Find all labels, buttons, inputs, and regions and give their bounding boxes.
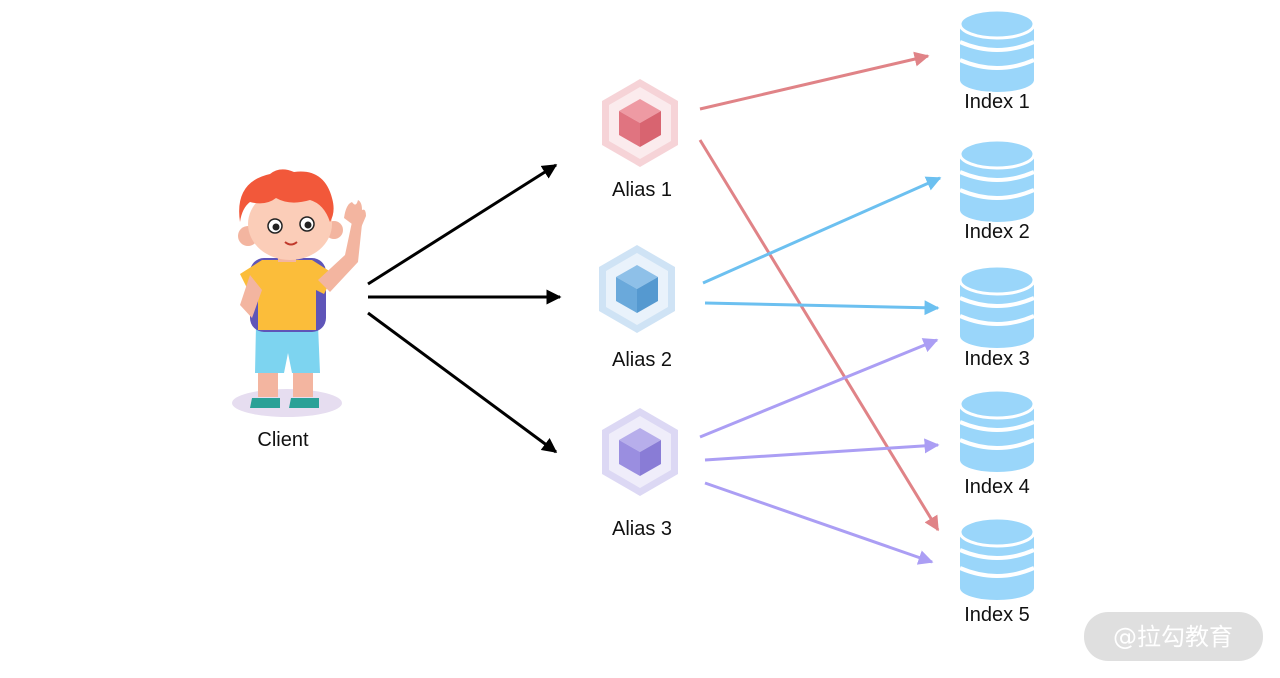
index-4-label: Index 4 [964, 476, 1030, 498]
alias-3-label: Alias 3 [612, 518, 672, 540]
client-shirt [240, 260, 334, 330]
alias-3-cube-left [619, 440, 640, 476]
alias-3 [602, 408, 678, 496]
index-2-database-icon [958, 138, 1036, 222]
client-hand [344, 200, 366, 230]
index-5-database-icon [958, 516, 1036, 600]
arrow-alias-3-to-index-5 [704, 481, 934, 565]
alias-1-cube-left [619, 111, 640, 147]
watermark-text: @拉勾教育 [1113, 623, 1233, 651]
arrow-alias-3-to-index-3 [699, 338, 939, 439]
index-3-database-icon [958, 264, 1036, 348]
alias-3-arrows [699, 338, 940, 565]
alias-1-cube-right [640, 111, 661, 147]
alias-2-cube-left [616, 277, 637, 313]
client-hair [239, 169, 334, 222]
index-5-label: Index 5 [964, 604, 1030, 626]
arrow-alias-3-to-index-4 [704, 438, 940, 462]
client-pupil-left [272, 223, 280, 231]
client-face [248, 188, 332, 260]
client-label: Client [257, 429, 309, 451]
client-illustration [232, 169, 366, 417]
client-arrows [367, 163, 562, 454]
arrow-alias-2-to-index-2 [702, 176, 942, 285]
client-pupil-right [304, 221, 312, 229]
alias-1-arrows [698, 51, 940, 532]
alias-1-label: Alias 1 [612, 179, 672, 201]
client-arm-raised [318, 222, 362, 292]
arrow-alias-2-to-index-3 [704, 300, 940, 316]
client-arm-down [240, 275, 262, 318]
index-2-label: Index 2 [964, 221, 1030, 243]
index-1-label: Index 1 [964, 91, 1030, 113]
index-3-label: Index 3 [964, 348, 1030, 370]
watermark-badge [1084, 612, 1263, 661]
arrow-client-to-alias-1 [367, 163, 558, 286]
alias-2-label: Alias 2 [612, 349, 672, 371]
alias-3-cube-right [640, 440, 661, 476]
client-shadow [232, 389, 342, 417]
client-shorts [255, 325, 320, 373]
watermark: @拉勾教育 [1084, 612, 1263, 661]
client-shoe-right [289, 398, 319, 408]
alias-2-arrows [702, 176, 942, 316]
index-1-database-icon [958, 8, 1036, 92]
alias-1 [602, 79, 678, 167]
client-mouth [284, 241, 298, 246]
arrow-client-to-alias-3 [367, 311, 558, 454]
alias-2 [599, 245, 675, 333]
arrow-alias-1-to-index-5 [698, 139, 940, 532]
alias-2-cube-right [637, 277, 658, 313]
index-4-database-icon [958, 388, 1036, 472]
client-shoe-left [250, 398, 280, 408]
arrow-alias-1-to-index-1 [699, 51, 930, 111]
